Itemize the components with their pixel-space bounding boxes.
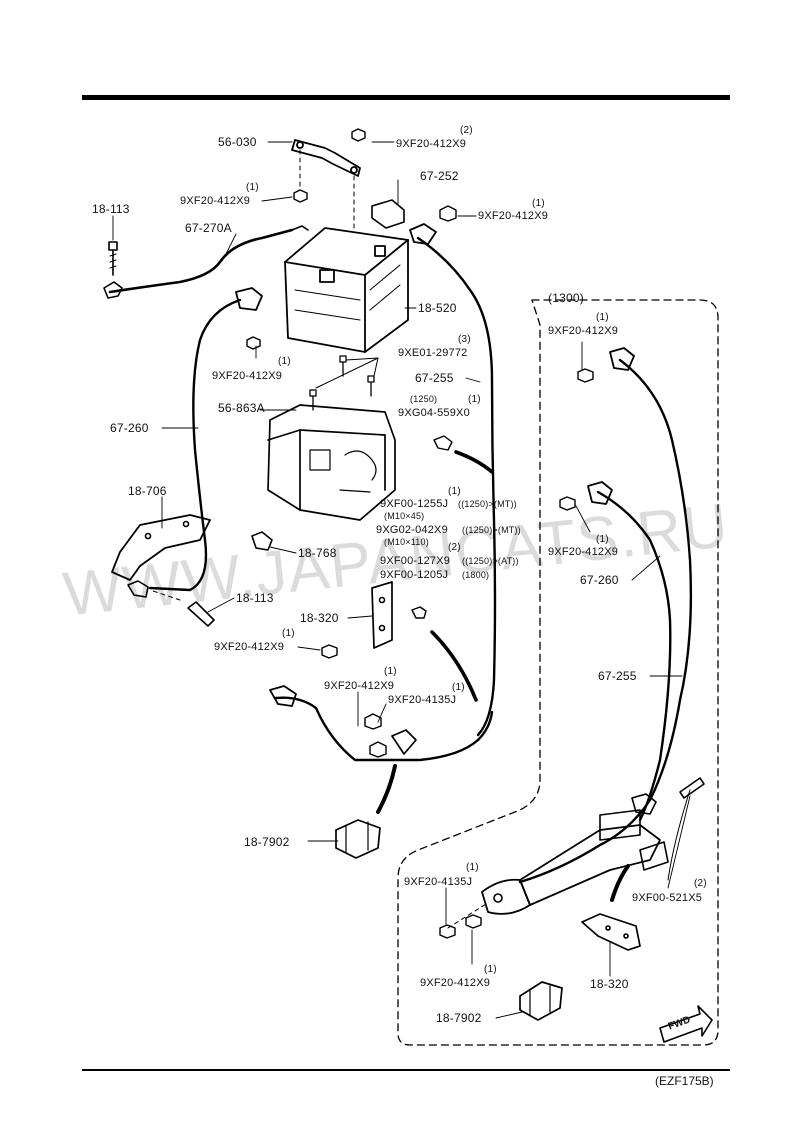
bolt-qty: (2): [694, 878, 707, 889]
nut-9xf20-412x9[interactable]: 9XF20-412X9: [548, 325, 619, 337]
bolt-9xf00-521x5[interactable]: 9XF00-521X5: [632, 892, 703, 904]
starter-harness-1300: [519, 824, 661, 906]
variant-1300-label: (1300): [548, 291, 584, 305]
part-18-706[interactable]: 18-706: [128, 484, 167, 498]
nut-qty: (1): [278, 356, 291, 367]
bolt-18-113-b: [187, 601, 215, 627]
nut-qty: (1): [466, 862, 479, 873]
nut-9xf20-412x9[interactable]: 9XF20-412X9: [548, 546, 619, 558]
cable-67-255-b: [518, 358, 693, 884]
holder-18-7902-b: [519, 981, 563, 1021]
note-1800: (1800): [462, 570, 490, 580]
nut-9xf20-4135j[interactable]: 9XF20-4135J: [388, 694, 457, 706]
bolt-9xg02-042x9[interactable]: 9XG02-042X9: [376, 524, 448, 536]
part-67-260[interactable]: 67-260: [580, 573, 619, 587]
starter-cable-lower: [274, 696, 494, 762]
nut-qty: (1): [484, 964, 497, 975]
nut-9xf20-412x9[interactable]: 9XF20-412X9: [212, 370, 283, 382]
bolt-size: (M10×110): [384, 537, 429, 547]
hold-down-bar: [291, 139, 361, 177]
bracket-18-320-b: [581, 913, 641, 951]
nut-qty: (1): [596, 312, 609, 323]
nut-qty: (2): [460, 125, 473, 136]
nut-qty: (1): [596, 534, 609, 545]
part-56-030[interactable]: 56-030: [218, 135, 257, 149]
nut-qty: (1): [452, 682, 465, 693]
note-1250-mt: ((1250)>(MT)): [462, 525, 521, 535]
part-18-520[interactable]: 18-520: [418, 301, 457, 315]
bolt-9xf00-1255j[interactable]: 9XF00-1255J: [380, 498, 449, 510]
nut-9xf20-412x9[interactable]: 9XF20-412X9: [396, 138, 467, 150]
nut-9xf20-412x9[interactable]: 9XF20-412X9: [478, 210, 549, 222]
part-18-113[interactable]: 18-113: [236, 591, 274, 605]
clamp-9xg04-559x0[interactable]: 9XG04-559X0: [398, 407, 470, 419]
nut-qty: (1): [282, 628, 295, 639]
battery-tray: [267, 404, 396, 521]
nut-qty: (1): [384, 666, 397, 677]
variant-1250: (1250): [410, 394, 438, 404]
clamp-qty: (1): [468, 394, 481, 405]
nut-9xf20-412x9[interactable]: 9XF20-412X9: [180, 195, 251, 207]
part-67-270a[interactable]: 67-270A: [185, 221, 232, 235]
part-67-255[interactable]: 67-255: [598, 669, 637, 683]
nut-9xf20-412x9[interactable]: 9XF20-412X9: [324, 680, 395, 692]
nut-qty: (1): [532, 198, 545, 209]
bolt-size: (M10×45): [384, 511, 425, 521]
footer-rule: [82, 1069, 730, 1071]
bracket-18-706: [111, 514, 211, 581]
bolt-qty: (1): [448, 486, 461, 497]
part-18-768[interactable]: 18-768: [298, 546, 337, 560]
fwd-arrow: [659, 1005, 713, 1043]
nut-9xf20-412x9[interactable]: 9XF20-412X9: [214, 641, 285, 653]
clip-18-768: [251, 531, 273, 551]
leader-lines: [112, 141, 691, 1019]
bracket-18-320-a: [371, 581, 393, 649]
part-18-320[interactable]: 18-320: [590, 977, 629, 991]
part-18-113[interactable]: 18-113: [92, 202, 130, 216]
nut-9xf20-412x9[interactable]: 9XF20-412X9: [420, 977, 491, 989]
part-56-863a[interactable]: 56-863A: [218, 401, 265, 415]
cable-67-260: [148, 298, 242, 592]
cable-67-270a: [108, 228, 294, 294]
part-18-7902[interactable]: 18-7902: [244, 835, 290, 849]
note-1250-at: ((1250)>(AT)): [462, 556, 519, 566]
bolt-9xf00-1205j[interactable]: 9XF00-1205J: [380, 569, 449, 581]
nut-top: [293, 128, 366, 203]
figure-code: (EZF175B): [655, 1074, 714, 1088]
nut-qty: (1): [246, 182, 259, 193]
part-67-255[interactable]: 67-255: [415, 371, 454, 385]
holder-18-7902-a: [335, 819, 381, 859]
part-18-7902[interactable]: 18-7902: [436, 1011, 482, 1025]
battery: [284, 227, 409, 353]
nut-mid: [246, 336, 261, 350]
bolt-qty: (3): [458, 334, 471, 345]
part-67-260[interactable]: 67-260: [110, 421, 149, 435]
variant-1300-boundary: [397, 299, 719, 1046]
part-18-320[interactable]: 18-320: [300, 611, 339, 625]
bolt-9xf00-127x9[interactable]: 9XF00-127X9: [380, 555, 451, 567]
part-67-252[interactable]: 67-252: [420, 169, 459, 183]
bolt-9xe01-29772[interactable]: 9XE01-29772: [398, 347, 468, 359]
bolt-18-113-a: [108, 241, 118, 276]
terminal-cover: [371, 199, 405, 229]
note-1250-mt: ((1250)>(MT)): [458, 499, 517, 509]
header-rule: [82, 95, 730, 100]
bolt-qty: (2): [448, 542, 461, 553]
bolt-9xf00-521x5: [679, 777, 705, 799]
nut-9xf20-4135j[interactable]: 9XF20-4135J: [404, 876, 473, 888]
cable-67-255: [416, 236, 497, 737]
cable-67-260-b: [596, 490, 672, 822]
